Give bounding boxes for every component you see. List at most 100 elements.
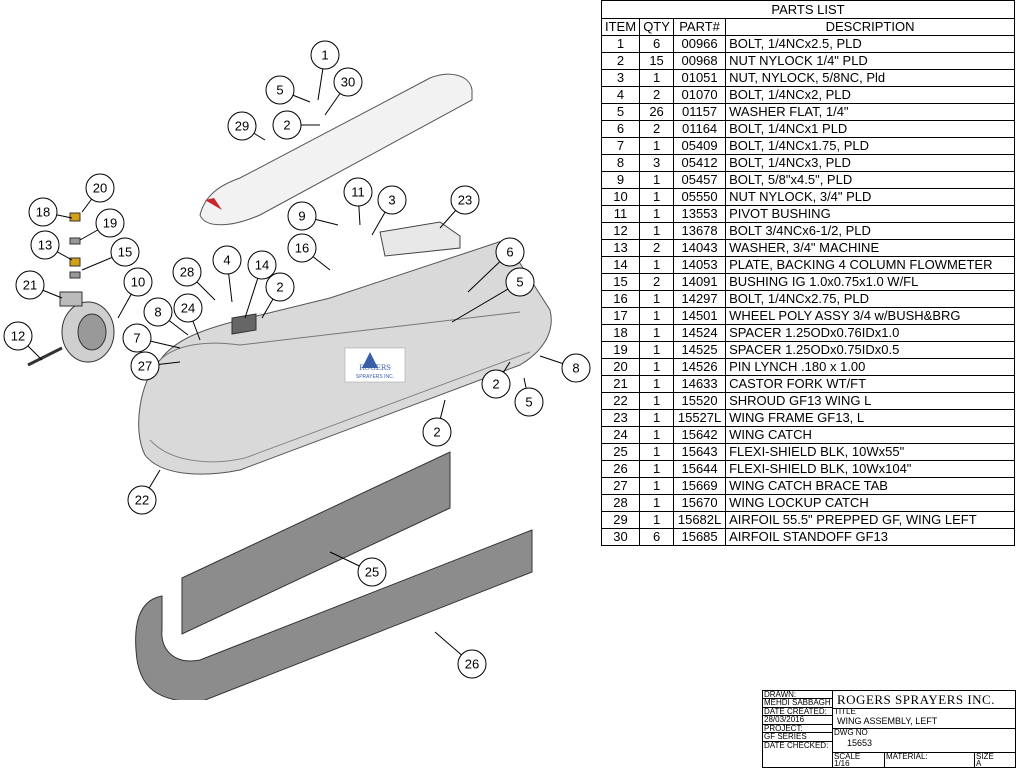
cell-description: WHEEL POLY ASSY 3/4 w/BUSH&BRG	[725, 307, 1015, 325]
cell-part: 14297	[673, 290, 727, 308]
callout-number: 28	[180, 265, 194, 280]
cell-item: 17	[600, 307, 641, 325]
scale-label: SCALE	[833, 753, 885, 760]
cell-description: WING CATCH BRACE TAB	[725, 477, 1015, 495]
cell-description: WASHER FLAT, 1/4"	[725, 103, 1015, 121]
cell-qty: 1	[639, 341, 675, 359]
project: GF SERIES	[763, 733, 833, 742]
cell-item: 23	[600, 409, 641, 427]
callout-number: 11	[351, 185, 365, 200]
cell-part: 15642	[673, 426, 727, 444]
dwg-label: DWG NO	[834, 729, 868, 736]
cell-item: 4	[600, 86, 641, 104]
cell-item: 28	[600, 494, 641, 512]
cell-qty: 15	[639, 52, 675, 70]
cell-qty: 1	[639, 256, 675, 274]
cell-description: BOLT, 1/4NCx2.5, PLD	[725, 35, 1015, 53]
cell-part: 05409	[673, 137, 727, 155]
cell-part: 14525	[673, 341, 727, 359]
cell-part: 15682L	[673, 511, 727, 529]
callout-number: 2	[433, 425, 440, 440]
callout-balloon: 2	[481, 369, 511, 399]
cell-part: 05412	[673, 154, 727, 172]
cell-item: 20	[600, 358, 641, 376]
logo-tagline: SPRAYERS INC.	[356, 374, 394, 380]
cell-part: 14526	[673, 358, 727, 376]
header-part: PART#	[673, 18, 727, 36]
callout-balloon: 5	[514, 387, 544, 417]
project-label: PROJECT:	[763, 725, 833, 733]
cell-part: 14091	[673, 273, 727, 291]
callout-number: 9	[298, 209, 305, 224]
size: A	[976, 760, 982, 767]
callout-balloon: 2	[272, 110, 302, 140]
callout-number: 19	[103, 216, 117, 231]
cell-description: SPACER 1.25ODx0.75IDx0.5	[725, 341, 1015, 359]
cell-description: BOLT 3/4NCx6-1/2, PLD	[725, 222, 1015, 240]
callout-balloon: 21	[15, 270, 45, 300]
cell-part: 01164	[673, 120, 727, 138]
header-qty: QTY	[639, 18, 675, 36]
cell-part: 01070	[673, 86, 727, 104]
cell-part: 00966	[673, 35, 727, 53]
cell-item: 8	[600, 154, 641, 172]
cell-item: 18	[600, 324, 641, 342]
callout-number: 29	[235, 119, 249, 134]
cell-part: 14524	[673, 324, 727, 342]
callout-balloon: 14	[247, 250, 277, 280]
callout-number: 2	[492, 377, 499, 392]
cell-qty: 1	[639, 494, 675, 512]
drawing-title: WING ASSEMBLY, LEFT	[833, 715, 1015, 729]
cell-description: BUSHING IG 1.0x0.75x1.0 W/FL	[725, 273, 1015, 291]
callout-number: 20	[93, 181, 107, 196]
cell-item: 1	[600, 35, 641, 53]
callout-balloon: 2	[265, 272, 295, 302]
date-created-label: DATE CREATED:	[763, 708, 833, 716]
callout-number: 2	[283, 118, 290, 133]
backing-plate-14	[231, 313, 257, 335]
cell-part: 01051	[673, 69, 727, 87]
material-label: MATERIAL:	[885, 753, 975, 767]
cell-qty: 2	[639, 273, 675, 291]
cell-part: 15685	[673, 528, 727, 546]
cell-part: 15643	[673, 443, 727, 461]
callout-balloon: 27	[130, 351, 160, 381]
cell-item: 22	[600, 392, 641, 410]
cell-item: 2	[600, 52, 641, 70]
cell-qty: 1	[639, 188, 675, 206]
cell-item: 9	[600, 171, 641, 189]
callout-number: 16	[295, 241, 309, 256]
cell-qty: 1	[639, 222, 675, 240]
shroud-logo: ROGERS SPRAYERS INC.	[344, 347, 406, 383]
cell-description: BOLT, 5/8"x4.5", PLD	[725, 171, 1015, 189]
dwg-number: 15653	[833, 736, 1015, 753]
callout-balloon: 11	[343, 177, 373, 207]
cell-item: 15	[600, 273, 641, 291]
cell-description: WING LOCKUP CATCH	[725, 494, 1015, 512]
cell-description: SHROUD GF13 WING L	[725, 392, 1015, 410]
cell-item: 30	[600, 528, 641, 546]
size-label: SIZE	[976, 753, 994, 760]
castor-fork-21	[59, 291, 83, 307]
cell-qty: 1	[639, 69, 675, 87]
callout-number: 14	[255, 258, 269, 273]
cell-qty: 2	[639, 239, 675, 257]
callout-number: 5	[516, 275, 523, 290]
callout-number: 4	[223, 253, 230, 268]
callout-number: 13	[38, 238, 52, 253]
cell-qty: 1	[639, 307, 675, 325]
cell-part: 00968	[673, 52, 727, 70]
